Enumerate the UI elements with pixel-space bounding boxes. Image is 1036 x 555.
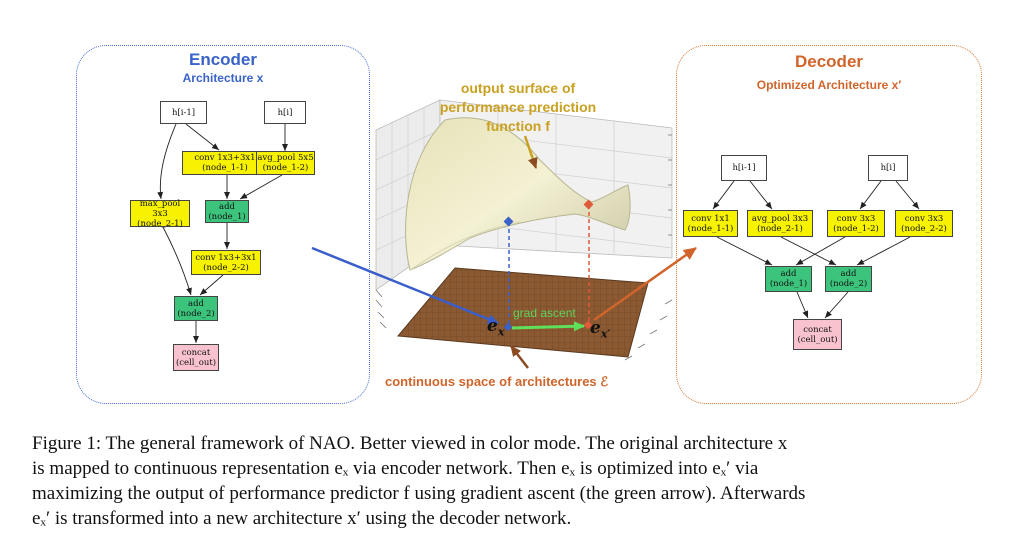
encoder-node-cell-out: concat(cell_out) xyxy=(173,344,219,371)
encoder-node-h-prev: h[i-1] xyxy=(160,101,207,124)
encoder-node-2-1: max_pool 3x3(node_2-1) xyxy=(130,199,190,229)
encoder-edges xyxy=(157,123,288,343)
exp-floor-point xyxy=(583,320,593,330)
surface-label-line-2: performance prediction xyxy=(439,99,597,115)
decoder-node-cell-out: concat(cell_out) xyxy=(793,319,842,350)
surface-label-line-3: function f xyxy=(486,118,550,134)
encoder-title: Encoder xyxy=(188,50,258,69)
encoder-node-1-1: conv 1x3+3x1(node_1-1) xyxy=(182,151,268,175)
decoder-title: Decoder xyxy=(794,52,864,71)
decoder-node-2-2: conv 3x3(node_2-2) xyxy=(895,210,953,237)
surface-label-line-1: output surface of xyxy=(460,80,576,96)
decoder-node-h-prev: h[i-1] xyxy=(721,155,767,181)
surface-label-arrow xyxy=(523,135,538,169)
encoder-node-1: add(node_1) xyxy=(205,200,249,223)
encoder-node-1-2: avg_pool 5x5(node_1-2) xyxy=(256,151,315,175)
exp-label: ex′ xyxy=(590,318,611,341)
decoder-node-1: add(node_1) xyxy=(765,266,812,292)
figure-caption: Figure 1: The general framework of NAO. … xyxy=(32,431,1022,531)
continuous-space-floor xyxy=(397,267,649,358)
decoder-node-h-cur: h[i] xyxy=(868,155,908,181)
decoder-edges xyxy=(712,180,920,319)
decoder-node-2-1: avg_pool 3x3(node_2-1) xyxy=(747,210,813,237)
exp-surface-point xyxy=(583,199,594,210)
encoder-node-h-cur: h[i] xyxy=(264,101,306,124)
decoder-panel xyxy=(676,45,982,404)
performance-surface xyxy=(405,117,631,271)
grad-ascent-arrow xyxy=(511,321,585,332)
decoder-node-1-2: conv 3x3(node_1-2) xyxy=(827,210,885,237)
continuous-space-label: continuous space of architectures ℰ xyxy=(385,374,609,389)
caption-line-4: eₓ′ is transformed into a new architectu… xyxy=(32,508,572,529)
encoder-to-space-arrow xyxy=(311,246,499,325)
encoder-subtitle: Architecture x xyxy=(182,71,264,85)
encoder-node-2-2: conv 1x3+3x1(node_2-2) xyxy=(191,250,261,275)
ex-surface-point xyxy=(503,216,514,227)
decoder-node-1-1: conv 1x1(node_1-1) xyxy=(683,210,738,237)
surface-label: output surface of performance prediction… xyxy=(418,79,618,136)
ex-label: ex xyxy=(487,316,505,339)
encoder-panel xyxy=(76,45,370,404)
decoder-subtitle: Optimized Architecture x′ xyxy=(756,78,902,92)
figure-graphics xyxy=(157,99,920,369)
ex-floor-point xyxy=(503,322,513,332)
caption-line-2: is mapped to continuous representation e… xyxy=(32,458,759,479)
caption-line-1: Figure 1: The general framework of NAO. … xyxy=(32,433,788,454)
nao-framework-figure: Encoder Architecture x Decoder Optimized… xyxy=(76,45,982,404)
space-label-arrow xyxy=(510,345,529,369)
decoder-node-2: add(node_2) xyxy=(825,266,872,292)
caption-line-3: maximizing the output of performance pre… xyxy=(32,483,806,504)
space-to-decoder-arrow xyxy=(593,246,697,322)
grad-ascent-label: grad ascent xyxy=(513,306,576,320)
encoder-node-2: add(node_2) xyxy=(174,296,218,321)
